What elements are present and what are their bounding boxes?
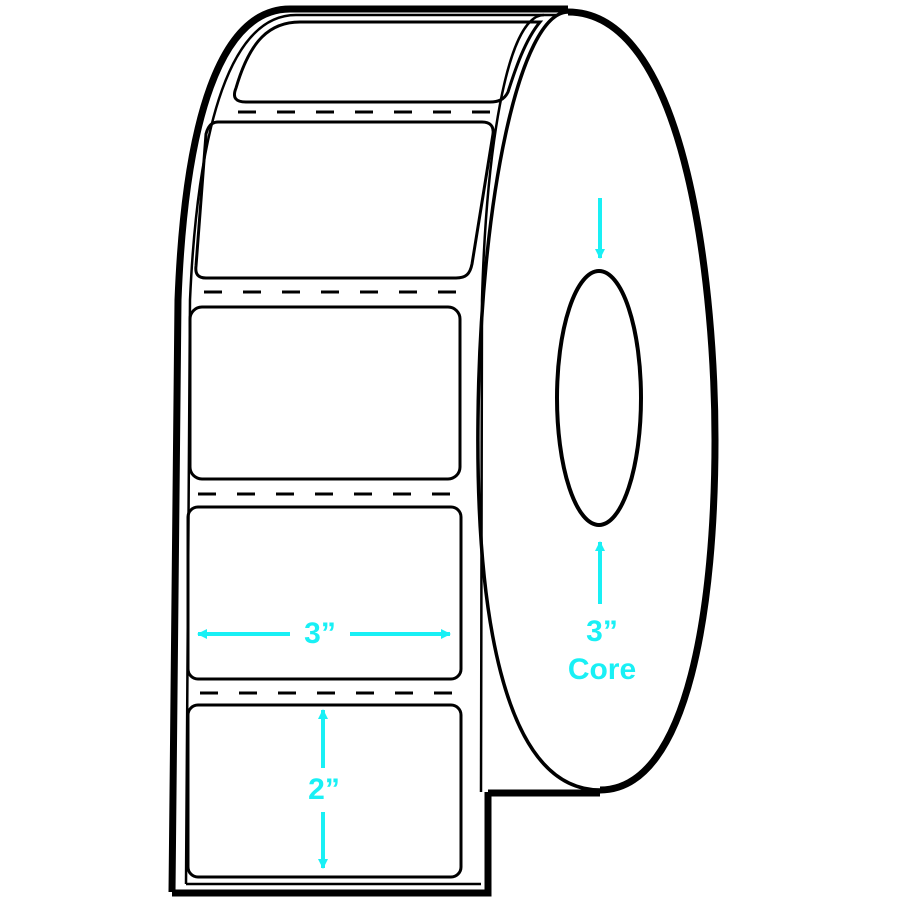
core-hole <box>555 269 643 527</box>
label-1 <box>232 20 544 104</box>
label-height-text: 2” <box>308 773 340 806</box>
label-5 <box>186 703 463 879</box>
core-size-text: 3” <box>586 615 618 648</box>
roll-side-face <box>476 8 719 794</box>
label-width-text: 3” <box>304 617 336 650</box>
label-3 <box>188 305 462 481</box>
label-4 <box>186 505 463 681</box>
label-2 <box>194 120 495 280</box>
roll-body-outline <box>168 5 600 897</box>
core-word-text: Core <box>567 653 637 686</box>
